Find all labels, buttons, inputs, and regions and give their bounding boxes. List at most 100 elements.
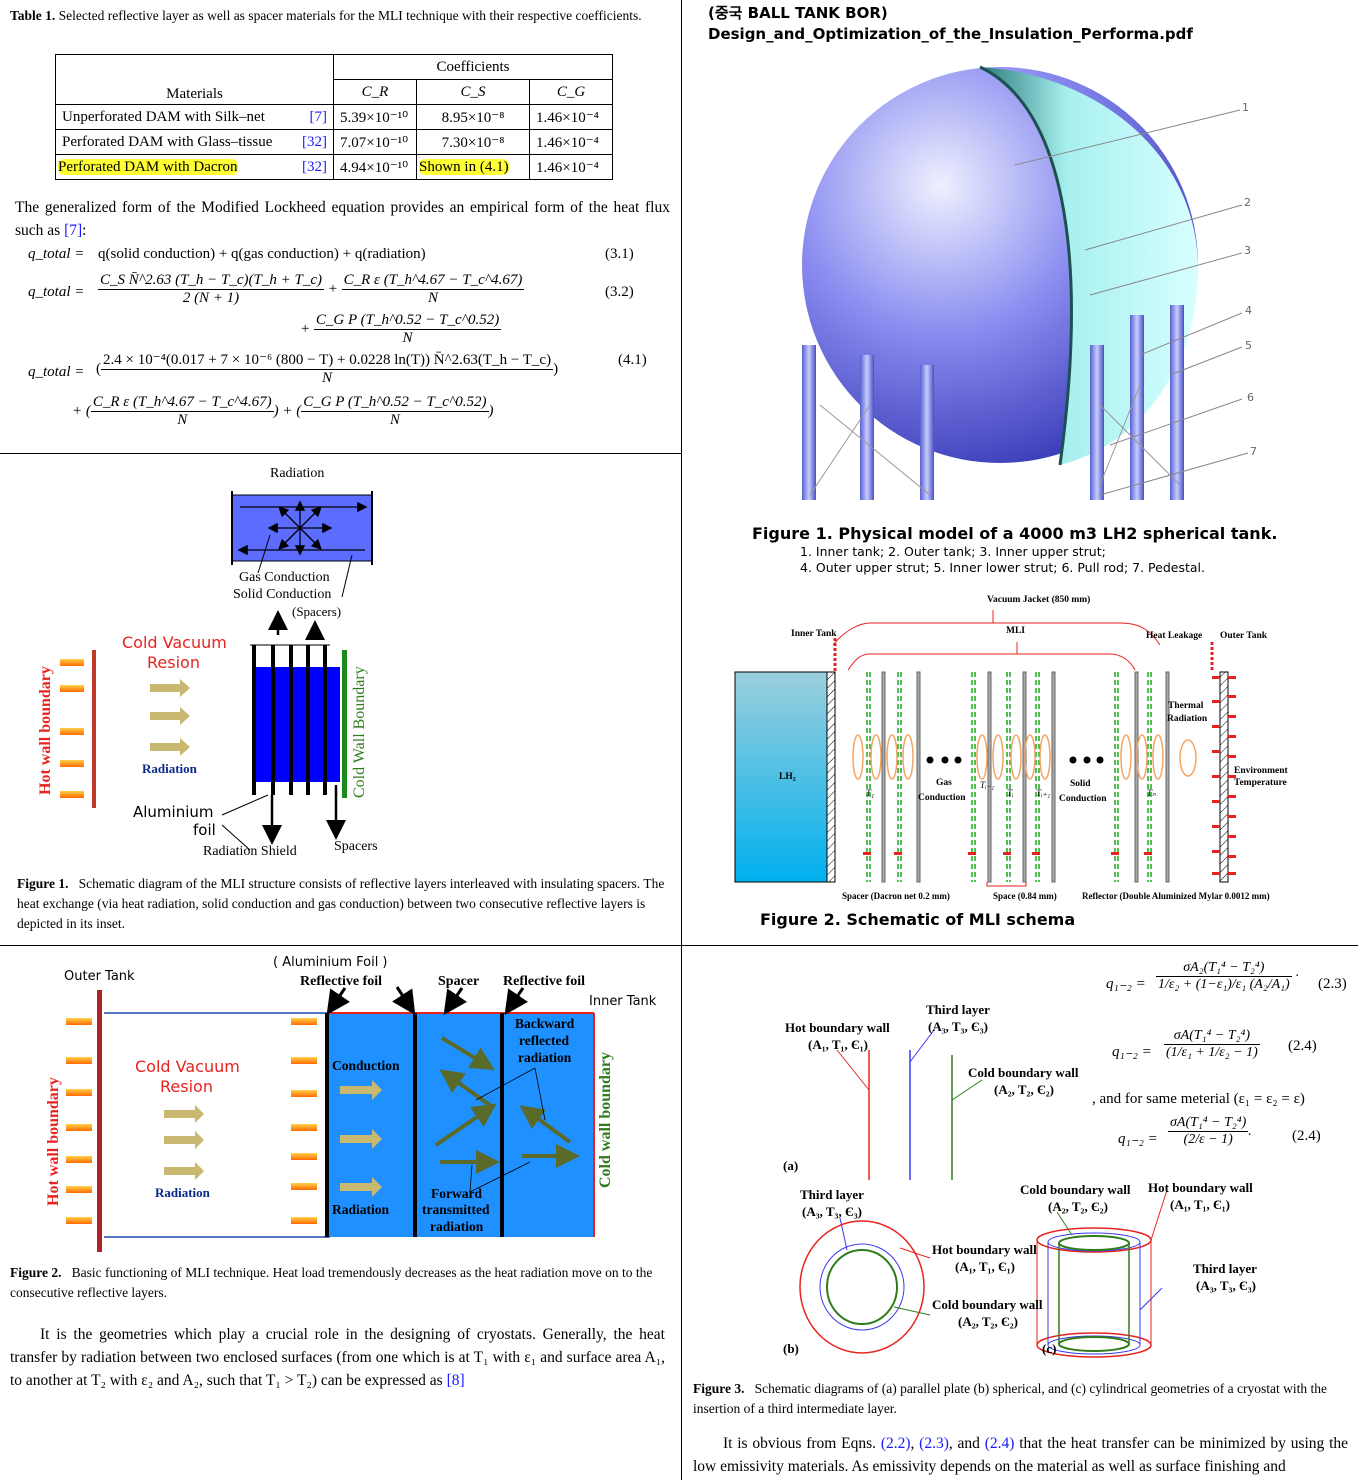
eq-2-4b-lhs: q₁₋₂ = [1118,1131,1158,1147]
header-coefficients: Coefficients [333,54,613,80]
caption-label: Figure 1. [17,876,69,891]
pdf-header-title: (중국 BALL TANK BOR) [708,4,888,22]
table-row: Perforated DAM with Glass–tissue[32] 7.0… [55,129,613,155]
cell-cs-highlighted: Shown in (4.1) [419,158,509,175]
table-row: Perforated DAM with Dacron[32] 4.94×10⁻¹… [55,154,613,180]
label-space: Space (0.84 mm) [993,891,1057,901]
hot-wall [92,650,96,808]
eq-4-1-term3-den: N [389,412,400,429]
label-hot-wall-b: Hot boundary wall [932,1242,1037,1257]
heat-leak-arrows-icon [863,676,1236,875]
label-hot-wall-c: Hot boundary wall [1148,1180,1253,1195]
equation-link-2-2[interactable]: (2.2) [880,1435,911,1452]
label-spacer: Spacer (Dacron net 0.2 mm) [842,891,950,901]
table-caption-label: Table 1. [10,8,56,23]
label-temperature: Temperature [1234,778,1287,788]
label-transmitted: transmitted [422,1202,490,1217]
eq-3-2-term1-den: 2 (N + 1) [182,290,240,307]
cell-cg: 1.46×10⁻⁴ [529,104,613,130]
label-t1: T₁ [866,788,875,798]
table-caption-text: Selected reflective layer as well as spa… [58,8,642,23]
eq-3-1-lhs: q_total = [28,246,85,262]
citation-link[interactable]: [32] [302,133,327,150]
label-third-layer-b: Third layer [800,1187,864,1202]
label-forward: Forward [431,1186,482,1201]
citation-link[interactable]: [32] [302,158,327,175]
citation-link[interactable]: [7] [64,222,83,239]
figure1-left-caption: Figure 1. Schematic diagram of the MLI s… [17,874,672,934]
label-cold-params-c: (A₂, T₂, Є₂) [1048,1199,1108,1214]
label-environment: Environment [1234,766,1288,776]
label-radiation-left: Radiation [155,1185,210,1200]
citation-link[interactable]: [7] [309,108,328,125]
paragraph-text: It is the geometries which play a crucia… [10,1326,665,1389]
label-spacers-paren: (Spacers) [292,604,342,619]
lockheed-intro: The generalized form of the Modified Loc… [15,199,670,239]
label-third-params-c: (A₃, T₃, Є₃) [1196,1278,1256,1293]
eq-2-4b-number: (2.4) [1292,1128,1321,1144]
cell-cs: 7.30×10⁻⁸ [416,129,530,155]
mli-functioning-diagram [66,986,595,1252]
radiation-arrows-tan-icon [150,679,190,756]
callout-7: 7 [1250,445,1257,458]
mli-schema-diagram [734,610,1236,887]
cell-cg: 1.46×10⁻⁴ [529,154,613,180]
equation-link-2-3[interactable]: (2.3) [919,1435,949,1452]
label-reflector: Reflector (Double Aluminized Mylar 0.001… [1082,891,1270,901]
citation-link[interactable]: [8] [446,1372,465,1389]
lockheed-intro-text: The generalized form of the Modified Loc… [15,199,670,239]
callout-2: 2 [1244,196,1251,209]
eq-4-1-term2-den: N [177,412,188,429]
eq-3-2-term3-den: N [402,330,413,347]
figure2-left-caption: Figure 2. Basic functioning of MLI techn… [10,1263,665,1303]
label-heat-leakage: Heat Leakage [1146,631,1203,641]
eq-2-4-number: (2.4) [1288,1038,1317,1054]
cell-cs: 8.95×10⁻⁸ [416,104,530,130]
inner-tank-wall [826,671,836,883]
label-third-layer-c: Third layer [1193,1261,1257,1276]
callout-5: 5 [1245,339,1252,352]
label-cold-vacuum: Cold Vacuum [135,1057,240,1076]
eq-2-3-number: (2.3) [1318,976,1347,992]
eq-3-2-term1-num: C_S N̄^2.63 (T_h − T_c)(T_h + T_c) [98,272,324,291]
outer-tank-wall [1219,671,1229,883]
label-solid-conduction: Conduction [1059,794,1107,804]
caption-label: Figure 2. [10,1265,62,1280]
label-cold-params-a: (A₂, T₂, Є₂) [994,1082,1054,1097]
mli-stack [255,667,340,782]
caption-label: Figure 3. [693,1381,745,1396]
label-cold-wall-a: Cold boundary wall [968,1065,1079,1080]
label-inner-tank: Inner Tank [589,994,657,1009]
label-radiation-backward: radiation [518,1050,572,1065]
label-tn: Tₙ [1147,788,1156,798]
table-caption: Table 1. Selected reflective layer as we… [10,6,670,26]
radiation-arrows-tan-icon [164,1080,382,1197]
divider-left-1 [0,453,681,454]
label-outer-tank: Outer Tank [64,969,135,984]
pdf-header-filename: Design_and_Optimization_of_the_Insulatio… [708,25,1193,43]
label-third-layer-a: Third layer [926,1002,990,1017]
callout-6: 6 [1247,391,1254,404]
label-hot-params-b: (A₁, T₁, Є₁) [955,1259,1015,1274]
equation-link-2-4[interactable]: (2.4) [984,1435,1015,1452]
header-cr: C_R [333,79,417,105]
eq-3-2-term2-den: N [427,290,438,307]
label-cold-params-b: (A₂, T₂, Є₂) [958,1314,1018,1329]
label-inner-tank: Inner Tank [791,629,837,639]
eq-3-1-number: (3.1) [605,246,634,262]
label-reflective-foil-1: Reflective foil [300,974,383,989]
eq-2-4-num: σA(T₁⁴ − T₂⁴) [1164,1028,1260,1046]
label-mli: MLI [1006,626,1025,636]
label-resion: Resion [160,1077,213,1096]
cell-material: Unperforated DAM with Silk–net [62,108,265,125]
table-row: Unperforated DAM with Silk–net[7] 5.39×1… [55,104,613,130]
eq-3-2-term2-num: C_R ε (T_h^4.67 − T_c^4.67) [341,272,525,291]
eq-4-1-term2-num: C_R ε (T_h^4.67 − T_c^4.67) [90,394,274,413]
label-solid: Solid [1070,779,1091,789]
eq-3-2-term3-num: C_G P (T_h^0.52 − T_c^0.52) [313,312,502,331]
eq-2-4-den: (1/ε₁ + 1/ε₂ − 1) [1166,1045,1258,1061]
label-aluminium: Aluminium [133,803,214,821]
label-conduction: Conduction [332,1058,400,1073]
cell-material-highlighted: Perforated DAM with Dacron [58,158,238,175]
